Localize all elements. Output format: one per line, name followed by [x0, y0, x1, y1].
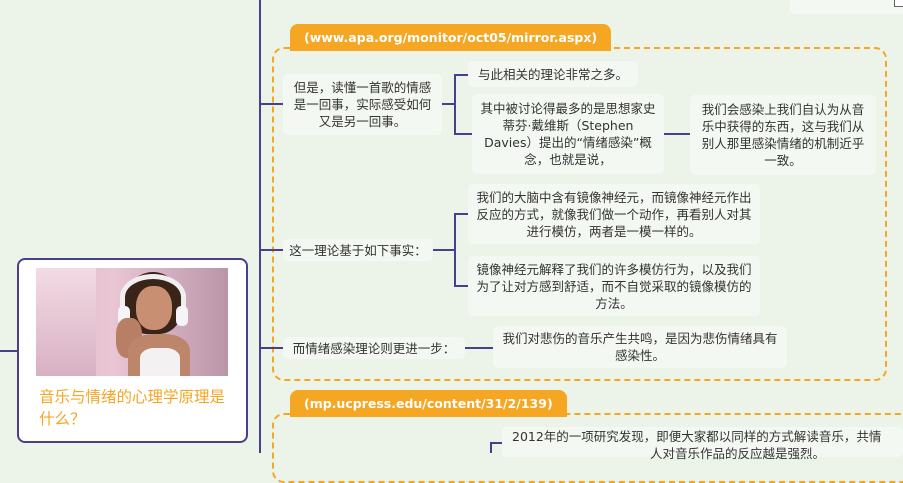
bracket-n2-top	[454, 213, 468, 215]
central-topic[interactable]: 音乐与情绪的心理学原理是什么？	[17, 258, 248, 443]
node-sad-music[interactable]: 我们对悲伤的音乐产生共鸣，是因为悲伤情绪具有感染性。	[493, 326, 787, 368]
group2-source-tag[interactable]: (mp.ucpress.edu/content/31/2/139)	[290, 390, 567, 417]
node-further-step[interactable]: 而情绪感染理论则更进一步：	[283, 337, 465, 359]
bracket-n2-vertical	[454, 213, 456, 287]
topic-title: 音乐与情绪的心理学原理是什么？	[39, 386, 234, 430]
image-window-glow	[36, 268, 96, 376]
spine-line	[259, 0, 261, 453]
node-2012-study-text: 2012年的一项研究发现，即便大家都以同样的方式解读音乐，共情	[512, 428, 881, 445]
bracket-n1-stem	[442, 103, 454, 105]
offscreen-card	[790, 0, 903, 14]
node-infection-mechanism[interactable]: 我们会感染上我们自认为从音乐中获得的东西，这与我们从别人那里感染情绪的机制近乎一…	[690, 95, 876, 175]
node-davies-concept[interactable]: 其中被讨论得最多的是思想家史蒂芬·戴维斯（Stephen Davies）提出的“…	[472, 94, 664, 174]
topic-left-connector	[0, 350, 17, 352]
node-mirror-imitation[interactable]: 镜像神经元解释了我们的许多模仿行为，以及我们为了让对方感到舒适，而不自觉采取的镜…	[468, 256, 760, 316]
bracket-n1-top	[454, 74, 468, 76]
connector-n2	[261, 249, 283, 251]
bracket-n2-stem	[433, 249, 454, 251]
person-top	[140, 348, 180, 376]
connector-n1	[261, 103, 283, 105]
topic-image	[36, 268, 228, 376]
node-theory-basis[interactable]: 这一理论基于如下事实：	[283, 239, 433, 261]
bracket-n1-vertical	[454, 74, 456, 135]
connector-n3	[261, 347, 283, 349]
bracket-n2-bottom	[454, 285, 468, 287]
node-2012-study-cont: 人对音乐作品的反应越是强烈。	[512, 445, 825, 462]
bracket-n1-bottom	[454, 133, 472, 135]
bracket-g2-top	[490, 442, 502, 444]
node-many-theories[interactable]: 与此相关的理论非常之多。	[468, 61, 638, 87]
node-mirror-neurons[interactable]: 我们的大脑中含有镜像神经元，而镜像神经元作出反应的方式，就像我们做一个动作，再看…	[468, 184, 760, 244]
connector-n1b-n1b1	[664, 133, 690, 135]
headphone-cup-right	[176, 306, 188, 326]
group1-source-tag[interactable]: (www.apa.org/monitor/oct05/mirror.aspx)	[290, 24, 611, 51]
connector-n3-n3a	[465, 347, 493, 349]
node-reading-emotion[interactable]: 但是，读懂一首歌的情感是一回事，实际感受如何又是另一回事。	[283, 74, 442, 135]
collapse-icon[interactable]	[894, 0, 903, 7]
